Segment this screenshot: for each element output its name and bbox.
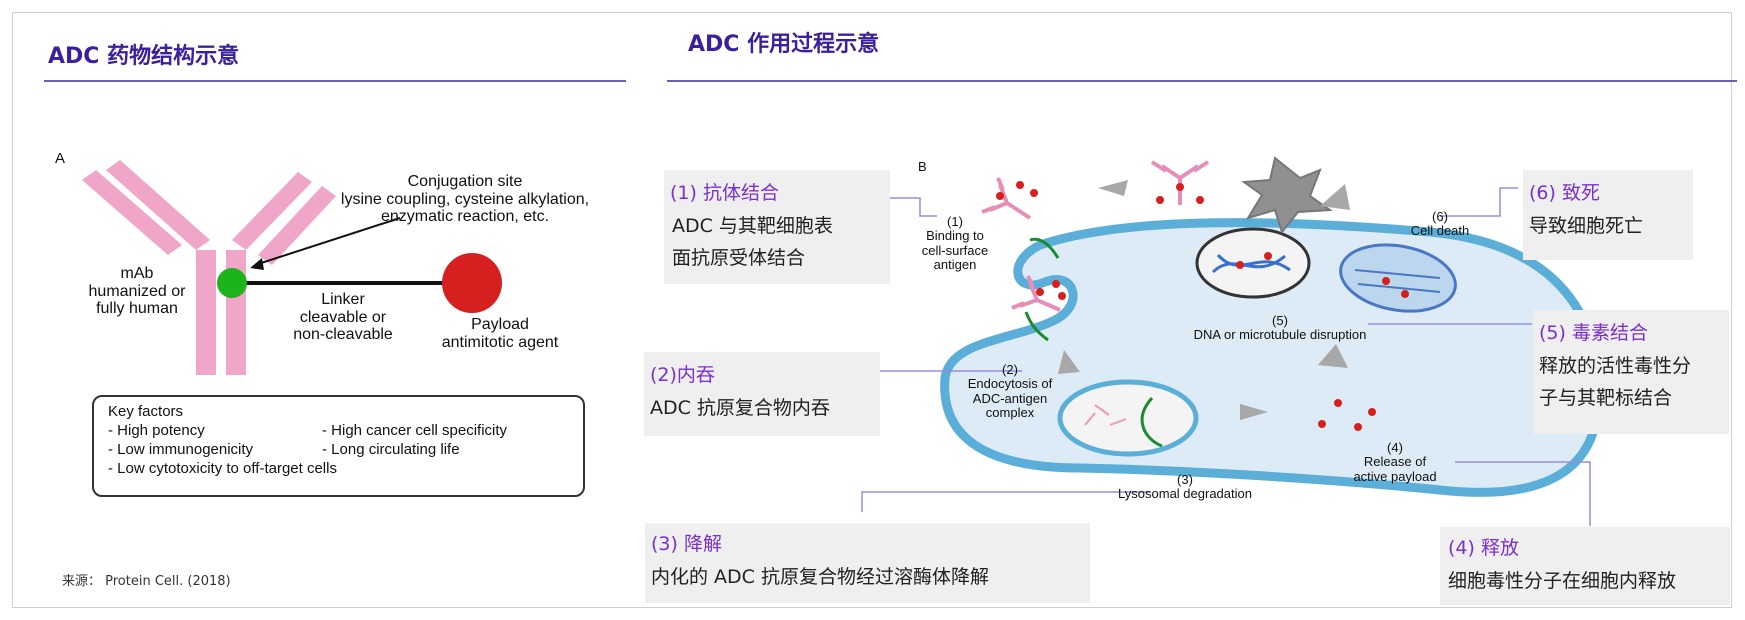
figure-letter-b: B: [918, 159, 927, 174]
pointer-arrowhead-icon: [250, 258, 264, 270]
callout-title: (6) 致死: [1529, 182, 1600, 204]
antigen-receptors: [1024, 237, 1060, 342]
left-panel-title: ADC 药物结构示意: [48, 44, 240, 69]
right-title-divider: [667, 80, 1737, 82]
microtubule-lines: [1354, 269, 1441, 293]
key-factors-box: Key factors - High potency - High cancer…: [92, 395, 585, 497]
step-label-release: (4) Release of active payload: [1353, 440, 1437, 484]
lysosome-antigen-icon: [1140, 396, 1163, 448]
key-factor-item: - High cancer cell specificity: [322, 422, 508, 439]
key-factor-item: - Low immunogenicity: [108, 441, 254, 458]
panel-frame: [12, 12, 1732, 608]
callout-release: (4) 释放 细胞毒性分子在细胞内释放: [1440, 527, 1730, 605]
conjugation-site-icon: [217, 268, 247, 298]
key-factor-item: - High potency: [108, 422, 205, 439]
step-label-death: (6) Cell death: [1410, 209, 1470, 239]
figure-letter-a: A: [55, 150, 66, 167]
dead-cell-icon: [1241, 156, 1333, 235]
degraded-antibody-icon: [1084, 404, 1127, 426]
source-note: 来源： Protein Cell. (2018): [62, 574, 231, 589]
linker-label: Linker cleavable or non-cleavable: [293, 291, 393, 344]
callout-body: ADC 抗原复合物内吞: [650, 397, 830, 419]
callout-death: (6) 致死 导致细胞死亡: [1523, 170, 1693, 260]
callout-title: (4) 释放: [1448, 537, 1519, 559]
callout-degradation: (3) 降解 内化的 ADC 抗原复合物经过溶酶体降解: [645, 523, 1090, 603]
callout-body: 细胞毒性分子在细胞内释放: [1448, 570, 1677, 592]
microtubule-icon: [1339, 243, 1457, 313]
dna-icon: [1211, 253, 1291, 274]
callout-title: (1) 抗体结合: [670, 182, 779, 204]
callout-title: (5) 毒素结合: [1539, 322, 1648, 344]
payload-icon: [442, 253, 502, 313]
adc-antibodies: [981, 160, 1210, 312]
callout-body: 释放的活性毒性分 子与其靶标结合: [1539, 355, 1692, 409]
right-panel-title: ADC 作用过程示意: [688, 32, 880, 57]
mab-label: mAb humanized or fully human: [88, 265, 186, 318]
callout-title: (2)内吞: [650, 364, 715, 386]
payload-label: Payload antimitotic agent: [441, 316, 559, 351]
key-factor-item: - Long circulating life: [322, 441, 460, 458]
payload-dots: [996, 181, 1409, 431]
lysosome-icon: [1057, 379, 1199, 457]
callout-body: 内化的 ADC 抗原复合物经过溶酶体降解: [651, 566, 989, 588]
callout-body: ADC 与其靶细胞表 面抗原受体结合: [672, 215, 833, 269]
callout-title: (3) 降解: [651, 533, 722, 555]
callout-endocytosis: (2)内吞 ADC 抗原复合物内吞: [644, 352, 880, 436]
antibody-icon: [82, 160, 336, 375]
step-label-binding: (1) Binding to cell-surface antigen: [921, 214, 989, 272]
step-label-endocytosis: (2) Endocytosis of ADC-antigen complex: [967, 362, 1053, 420]
step-label-degradation: (3) Lysosomal degradation: [1118, 472, 1252, 502]
conjugation-site-label: Conjugation site lysine coupling, cystei…: [340, 173, 590, 226]
left-title-divider: [44, 80, 626, 82]
process-arrows: [1058, 180, 1350, 420]
callout-binding-target: (5) 毒素结合 释放的活性毒性分 子与其靶标结合: [1533, 310, 1729, 434]
step-label-disruption: (5) DNA or microtubule disruption: [1193, 313, 1367, 343]
key-factors-title: Key factors: [108, 403, 184, 420]
conjugation-pointer: [254, 217, 401, 266]
key-factor-item: - Low cytotoxicity to off-target cells: [108, 460, 337, 477]
callout-body: 导致细胞死亡: [1529, 215, 1644, 237]
callout-binding: (1) 抗体结合 ADC 与其靶细胞表 面抗原受体结合: [664, 170, 890, 284]
